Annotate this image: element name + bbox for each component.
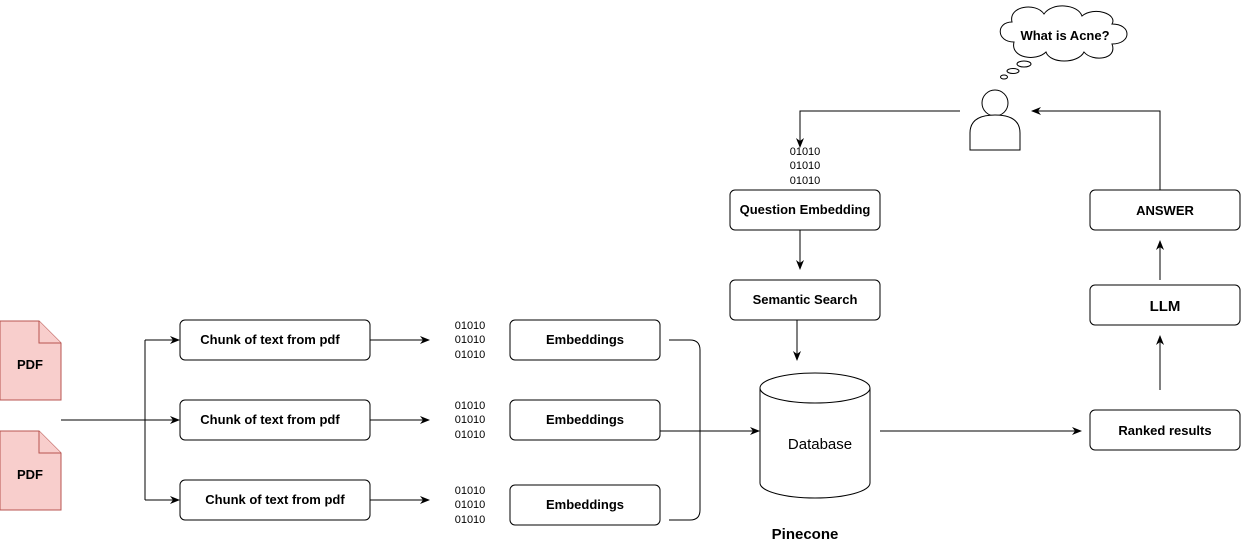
answer-label: ANSWER: [1136, 203, 1194, 218]
svg-text:01010: 01010: [455, 349, 486, 361]
database-label: Database: [788, 436, 852, 453]
embeddings-label: Embeddings: [546, 332, 624, 347]
svg-text:01010: 01010: [455, 414, 486, 426]
question-embedding-box: Question Embedding: [729, 189, 881, 231]
pdf-document-1: PDF: [0, 320, 62, 401]
svg-text:01010: 01010: [455, 514, 486, 526]
svg-text:01010: 01010: [455, 429, 486, 441]
binary-stack-3: 01010 01010 01010: [455, 485, 486, 526]
bubble-dot: [1006, 68, 1020, 74]
cloud-icon: [999, 5, 1128, 62]
embeddings-box-3: Embeddings: [509, 484, 661, 526]
ranked-results-label: Ranked results: [1118, 423, 1211, 438]
binary-stack-2: 01010 01010 01010: [455, 400, 486, 441]
llm-label: LLM: [1150, 298, 1181, 315]
question-embedding-label: Question Embedding: [740, 202, 871, 217]
svg-text:01010: 01010: [455, 320, 486, 332]
semantic-search-box: Semantic Search: [729, 279, 881, 321]
chunk-label: Chunk of text from pdf: [205, 492, 345, 507]
thought-bubble: What is Acne?: [999, 5, 1128, 80]
user-to-query-arrow: [796, 110, 960, 148]
svg-text:01010: 01010: [455, 400, 486, 412]
answer-box: ANSWER: [1089, 189, 1241, 231]
svg-text:01010: 01010: [790, 146, 821, 158]
database-caption: Pinecone: [772, 526, 839, 543]
svg-text:01010: 01010: [455, 485, 486, 497]
chunk-box-1: Chunk of text from pdf: [179, 319, 371, 361]
binary-stack-query: 01010 01010 01010: [790, 146, 821, 187]
pdf-label: PDF: [17, 357, 43, 372]
ranked-results-box: Ranked results: [1089, 409, 1241, 451]
pdf-document-2: PDF: [0, 430, 62, 511]
bubble-dot: [1000, 74, 1008, 80]
embeddings-label: Embeddings: [546, 497, 624, 512]
embeddings-to-database-connector: [660, 339, 760, 521]
svg-text:01010: 01010: [455, 499, 486, 511]
database-cylinder: Database: [759, 372, 871, 499]
embeddings-box-2: Embeddings: [509, 399, 661, 441]
thought-text: What is Acne?: [1020, 28, 1109, 43]
chunk-box-3: Chunk of text from pdf: [179, 479, 371, 521]
pdf-label: PDF: [17, 467, 43, 482]
svg-text:01010: 01010: [455, 334, 486, 346]
pdf-fold: [38, 431, 61, 454]
chunk-box-2: Chunk of text from pdf: [179, 399, 371, 441]
llm-box: LLM: [1089, 284, 1241, 326]
svg-text:01010: 01010: [790, 160, 821, 172]
embeddings-box-1: Embeddings: [509, 319, 661, 361]
semantic-search-label: Semantic Search: [753, 292, 858, 307]
user-icon: [969, 89, 1021, 151]
chunk-label: Chunk of text from pdf: [200, 332, 340, 347]
binary-stack-1: 01010 01010 01010: [455, 320, 486, 361]
svg-text:01010: 01010: [790, 175, 821, 187]
pdf-fold: [38, 321, 61, 344]
bubble-dot: [1016, 60, 1032, 68]
embeddings-label: Embeddings: [546, 412, 624, 427]
pdf-to-chunks-connector: [61, 336, 180, 504]
chunk-label: Chunk of text from pdf: [200, 412, 340, 427]
answer-to-user-arrow: [1031, 107, 1161, 190]
